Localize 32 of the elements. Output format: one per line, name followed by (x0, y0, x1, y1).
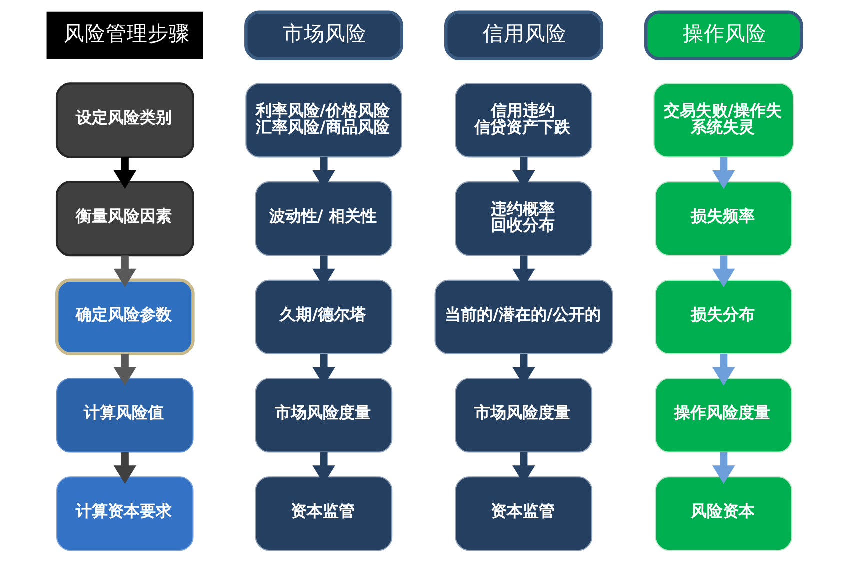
node-box: 资本监管 (255, 476, 393, 552)
node-box: 当前的/潜在的/公开的 (434, 280, 614, 354)
node-box: 市场风险 (244, 10, 404, 60)
node-box: 衡量风险因素 (56, 180, 194, 257)
node-box: 市场风险度量 (455, 378, 593, 453)
node-box: 操作风险度量 (655, 378, 792, 453)
node-box: 信用违约 信贷资产下跌 (455, 83, 593, 158)
node-box: 波动性/ 相关性 (255, 182, 393, 256)
arrow (712, 256, 736, 288)
node-box: 风险资本 (655, 476, 792, 552)
node-box: 市场风险度量 (255, 378, 393, 453)
arrow (114, 354, 137, 386)
node-box: 风险管理步骤 (46, 12, 204, 60)
node-box: 损失分布 (655, 280, 792, 354)
node-box: 资本监管 (455, 476, 593, 552)
node-box: 损失频率 (655, 182, 792, 256)
arrow (114, 157, 137, 190)
arrow (114, 256, 137, 288)
node-box: 久期/德尔塔 (255, 280, 393, 354)
node-box: 操作风险 (644, 10, 804, 60)
node-box: 利率风险/价格风险 汇率风险/商品风险 (246, 83, 402, 158)
arrow (712, 354, 736, 386)
node-box: 交易失败/操作失 系统失灵 (654, 83, 794, 158)
arrow (712, 157, 736, 190)
arrow (114, 452, 137, 484)
arrow (712, 452, 736, 484)
node-box: 计算风险值 (56, 378, 194, 453)
node-box: 计算资本要求 (56, 476, 194, 552)
node-box: 确定风险参数 (55, 278, 195, 356)
node-box: 违约概率 回收分布 (455, 182, 593, 256)
node-box: 信用风险 (444, 10, 604, 60)
node-box: 设定风险类别 (56, 82, 194, 158)
